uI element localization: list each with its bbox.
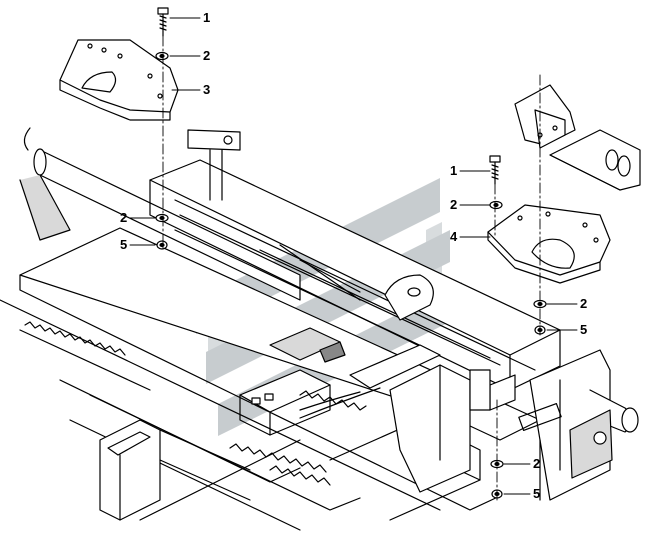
left-box-section [99, 419, 251, 521]
fasteners [155, 7, 547, 499]
callout-2-left-upper: 2 [203, 48, 211, 63]
lower-right-frame [329, 364, 481, 521]
callout-2-right-upper: 2 [450, 197, 458, 212]
callout-5-bottom: 5 [533, 486, 541, 501]
leader-lines [129, 17, 578, 495]
center-lines [162, 35, 541, 501]
rail-lug [384, 274, 434, 321]
callout-4: 4 [450, 229, 458, 244]
callout-5-left: 5 [120, 237, 128, 252]
callout-1-left: 1 [203, 10, 211, 25]
callout-1-right: 1 [450, 163, 458, 178]
rear-cross-member [518, 349, 639, 501]
wheel-chock-assembly [514, 84, 641, 191]
callout-2-right-middle: 2 [580, 296, 588, 311]
bracket-part-3 [59, 39, 179, 121]
callout-3: 3 [203, 82, 211, 97]
center-bracket [239, 327, 441, 436]
rail-hanger [187, 129, 516, 411]
callout-2-left-lower: 2 [120, 210, 128, 225]
callout-5-right: 5 [580, 322, 588, 337]
callout-2-bottom: 2 [533, 456, 541, 471]
serrated-plates [24, 321, 367, 486]
bracket-part-4 [487, 204, 611, 284]
